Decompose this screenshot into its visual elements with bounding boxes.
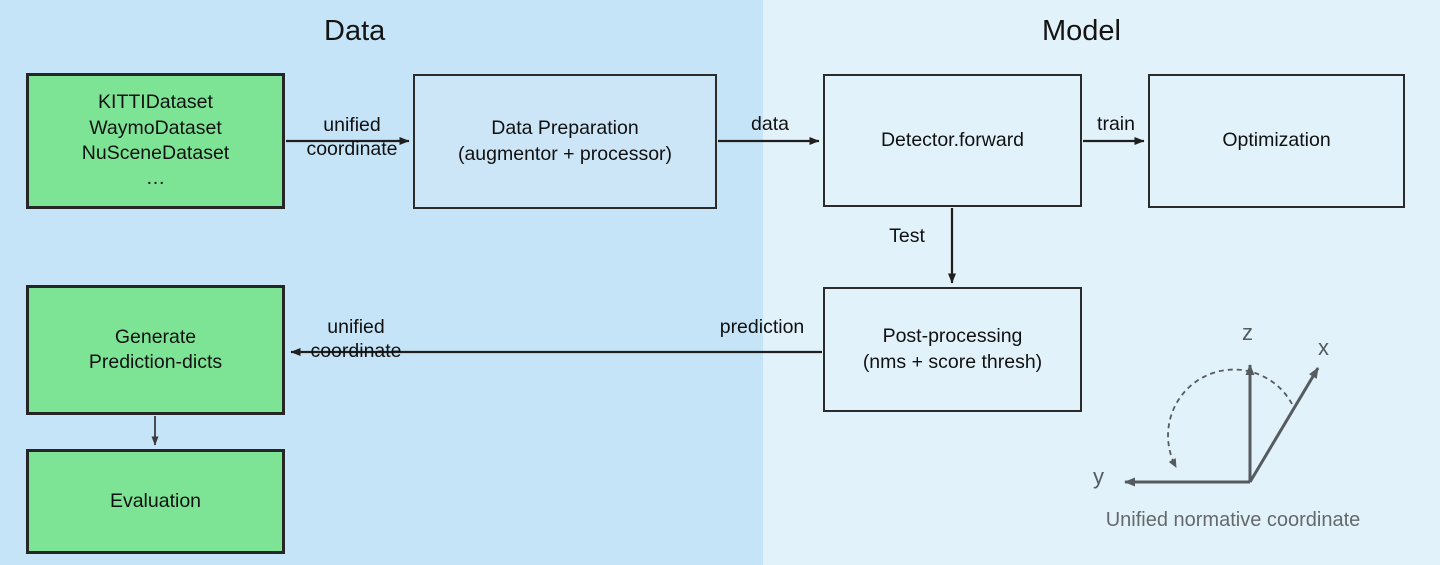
- edge-label-unified-coordinate-bottom: unified coordinate: [310, 316, 402, 362]
- node-evaluation[interactable]: Evaluation: [26, 449, 285, 554]
- node-data-preparation[interactable]: Data Preparation (augmentor + processor): [413, 74, 717, 209]
- node-detector-forward[interactable]: Detector.forward: [823, 74, 1082, 207]
- coordinate-label-z: z: [1242, 320, 1253, 345]
- node-generate-prediction-dicts[interactable]: Generate Prediction-dicts: [26, 285, 285, 415]
- node-datasets[interactable]: KITTIDataset WaymoDataset NuSceneDataset…: [26, 73, 285, 209]
- edge-label-prediction: prediction: [719, 316, 805, 338]
- node-optimization[interactable]: Optimization: [1148, 74, 1405, 208]
- edge-label-data: data: [751, 113, 789, 135]
- edge-label-train: train: [1097, 113, 1135, 135]
- edge-label-test: Test: [889, 225, 925, 247]
- coordinate-label-y: y: [1093, 464, 1104, 489]
- panel-title-data: Data: [324, 15, 386, 47]
- edge-label-unified-coordinate-top: unified coordinate: [306, 114, 398, 160]
- coordinate-label-x: x: [1318, 335, 1329, 360]
- coordinate-caption: Unified normative coordinate: [1105, 509, 1361, 531]
- node-post-processing[interactable]: Post-processing (nms + score thresh): [823, 287, 1082, 412]
- panel-title-model: Model: [1042, 15, 1121, 47]
